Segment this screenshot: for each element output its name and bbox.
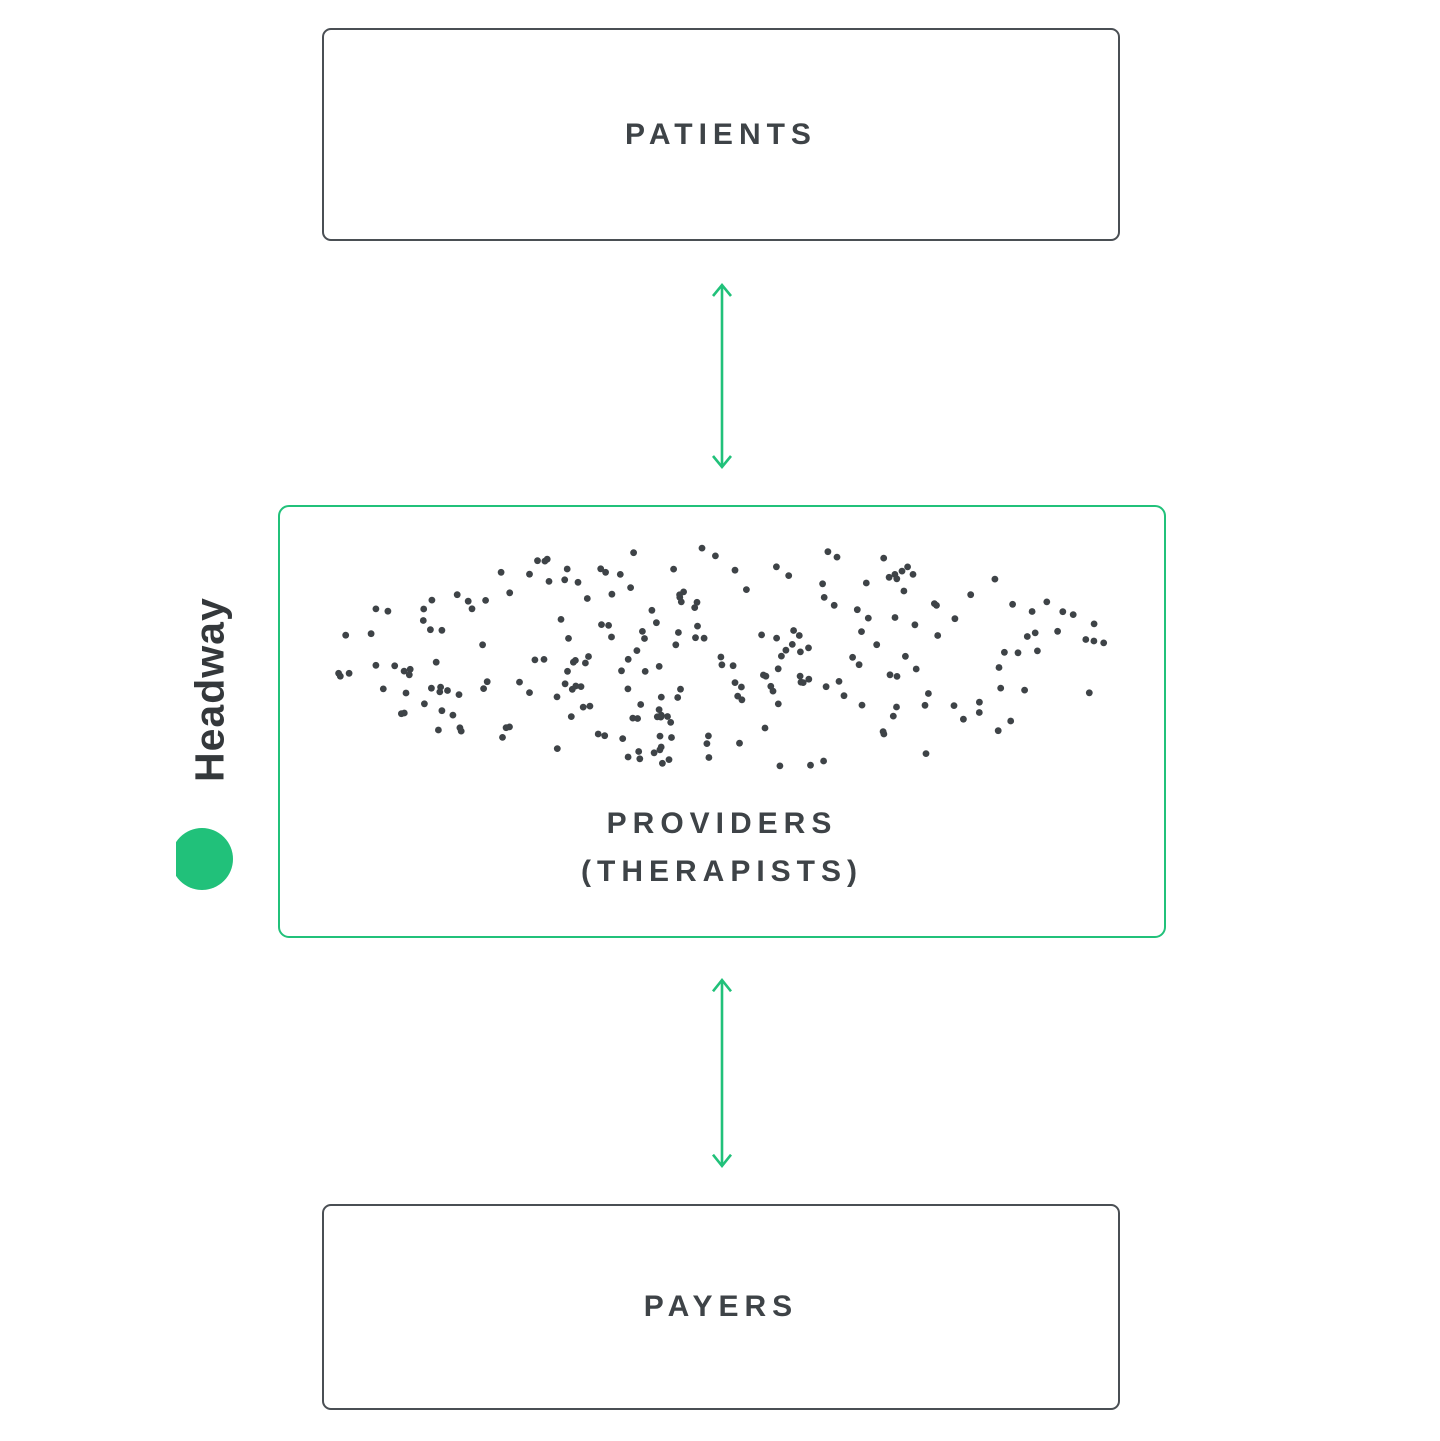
providers-label-line1: PROVIDERS <box>606 807 838 840</box>
providers-label-line2: (THERAPISTS) <box>581 855 863 888</box>
providers-payers-arrow <box>708 976 736 1170</box>
payers-label: PAYERS <box>643 1290 799 1323</box>
headway-logo-mark <box>176 828 233 890</box>
patients-providers-arrow <box>708 281 736 471</box>
patients-box: PATIENTS <box>322 28 1120 241</box>
providers-dots-cloud <box>335 544 1108 770</box>
payers-box: PAYERS <box>322 1204 1120 1410</box>
patients-label: PATIENTS <box>625 117 817 151</box>
providers-box: PROVIDERS (THERAPISTS) <box>278 505 1166 938</box>
headway-wordmark: Headway <box>186 597 233 783</box>
providers-label: PROVIDERS (THERAPISTS) <box>280 800 1164 896</box>
double-arrow-icon <box>711 977 733 1169</box>
headway-green-blob-icon <box>176 828 233 890</box>
double-arrow-icon <box>711 282 733 470</box>
